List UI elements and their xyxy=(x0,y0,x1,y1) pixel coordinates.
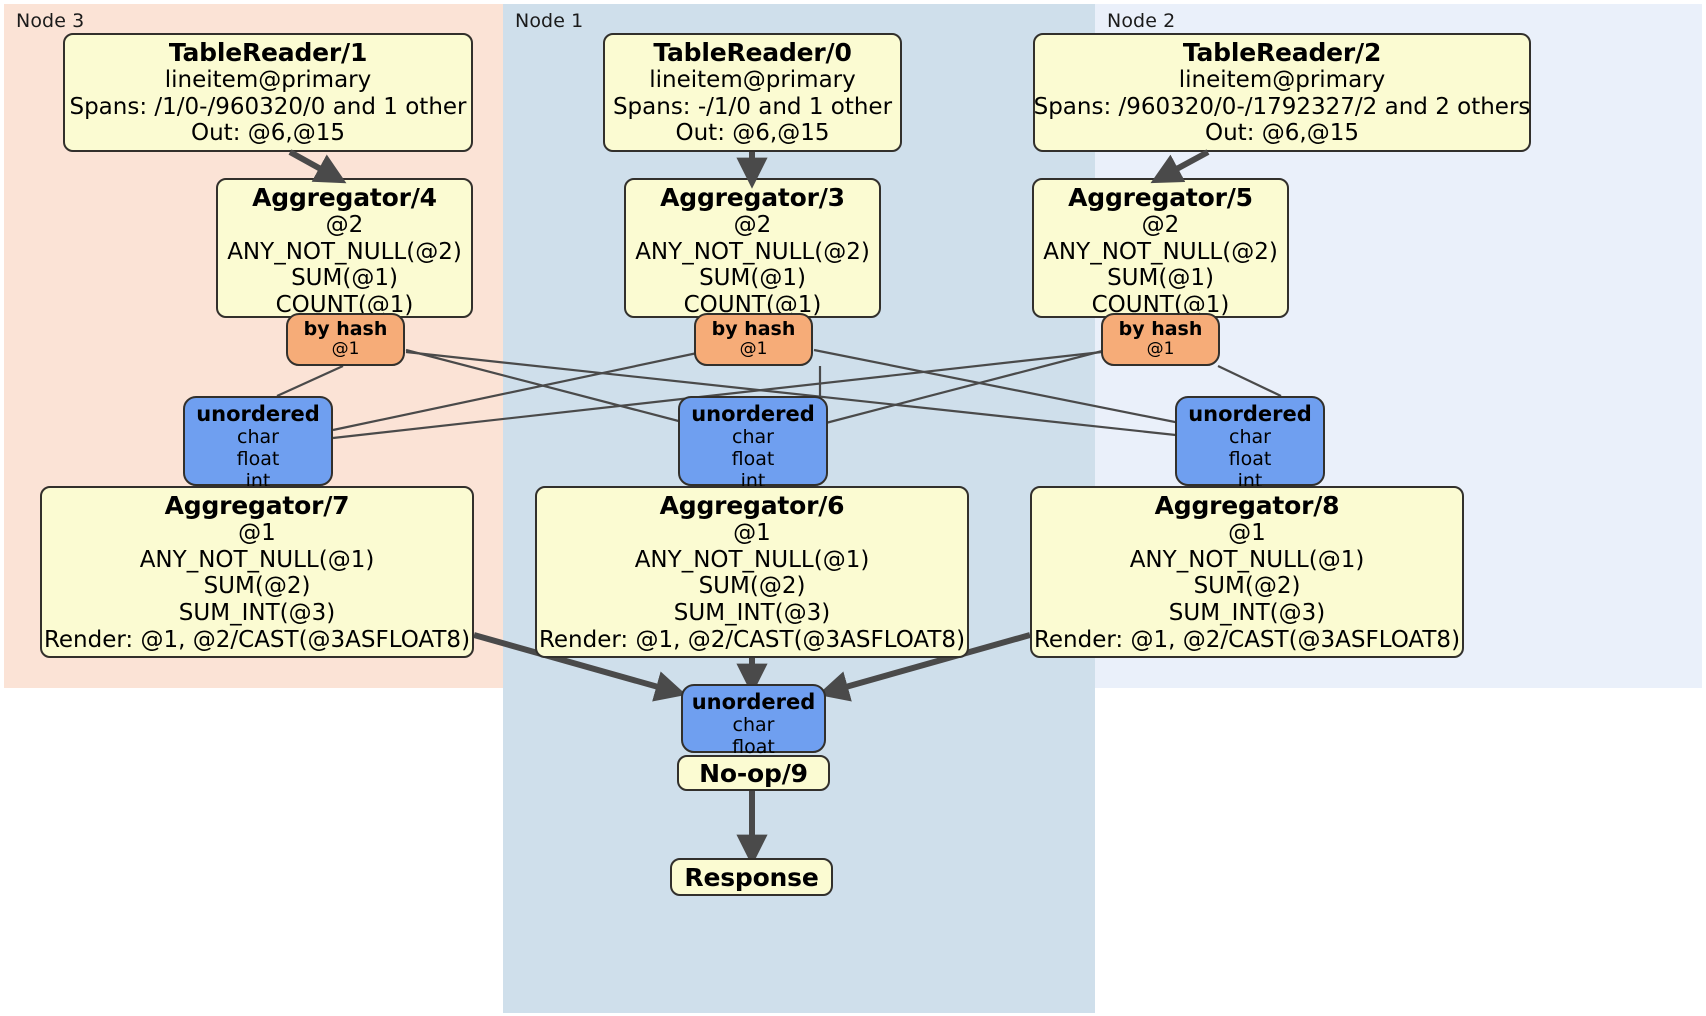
aggregator-6-agg2: SUM(@2) xyxy=(698,573,806,600)
table-reader-1-title: TableReader/1 xyxy=(168,38,368,67)
hash-router-right-column: @1 xyxy=(1146,339,1175,360)
unordered-sync-center-type1: char xyxy=(732,426,774,449)
unordered-sync-left-type1: char xyxy=(237,426,279,449)
table-reader-2-out: Out: @6,@15 xyxy=(1205,120,1359,147)
hash-router-right-title: by hash xyxy=(1118,318,1203,340)
aggregator-8[interactable]: Aggregator/8 @1 ANY_NOT_NULL(@1) SUM(@2)… xyxy=(1030,486,1464,658)
unordered-sync-left-title: unordered xyxy=(196,402,320,426)
aggregator-4-group: @2 xyxy=(325,212,364,238)
unordered-sync-left[interactable]: unordered char float int xyxy=(183,396,333,492)
aggregator-5-title: Aggregator/5 xyxy=(1068,183,1253,212)
aggregator-3-agg1: ANY_NOT_NULL(@2) xyxy=(635,238,870,265)
hash-router-center-column: @1 xyxy=(739,339,768,360)
response-box[interactable]: Response xyxy=(670,858,833,896)
aggregator-6-title: Aggregator/6 xyxy=(659,491,845,520)
aggregator-3-title: Aggregator/3 xyxy=(660,183,845,212)
aggregator-5[interactable]: Aggregator/5 @2 ANY_NOT_NULL(@2) SUM(@1)… xyxy=(1032,178,1289,318)
aggregator-4-title: Aggregator/4 xyxy=(252,183,437,212)
unordered-sync-center[interactable]: unordered char float int xyxy=(678,396,828,492)
table-reader-2-title: TableReader/2 xyxy=(1182,38,1382,67)
aggregator-6[interactable]: Aggregator/6 @1 ANY_NOT_NULL(@1) SUM(@2)… xyxy=(535,486,969,658)
unordered-sync-center-title: unordered xyxy=(691,402,815,426)
aggregator-8-agg1: ANY_NOT_NULL(@1) xyxy=(1129,546,1365,573)
unordered-sync-right-type2: float xyxy=(1228,448,1272,471)
unordered-sync-final[interactable]: unordered char float xyxy=(681,684,826,758)
unordered-sync-final-title: unordered xyxy=(691,690,816,714)
table-reader-0[interactable]: TableReader/0 lineitem@primary Spans: -/… xyxy=(603,33,902,152)
unordered-sync-right-type1: char xyxy=(1229,426,1271,449)
aggregator-6-agg3: SUM_INT(@3) xyxy=(673,600,831,627)
unordered-sync-left-type2: float xyxy=(236,448,280,471)
aggregator-5-group: @2 xyxy=(1141,212,1180,238)
unordered-sync-final-type2: float xyxy=(732,736,775,759)
aggregator-7-agg3: SUM_INT(@3) xyxy=(178,600,336,627)
hash-router-left[interactable]: by hash @1 xyxy=(286,313,405,366)
hash-router-center-title: by hash xyxy=(711,318,796,340)
unordered-sync-right-title: unordered xyxy=(1188,402,1312,426)
aggregator-3-agg2: SUM(@1) xyxy=(699,265,806,292)
hash-router-left-title: by hash xyxy=(303,318,388,340)
aggregator-6-render: Render: @1, @2/CAST(@3ASFLOAT8) xyxy=(538,626,966,653)
node-panel-label-node3: Node 3 xyxy=(16,10,85,32)
aggregator-7[interactable]: Aggregator/7 @1 ANY_NOT_NULL(@1) SUM(@2)… xyxy=(40,486,474,658)
aggregator-8-agg2: SUM(@2) xyxy=(1193,573,1301,600)
aggregator-7-agg1: ANY_NOT_NULL(@1) xyxy=(139,546,375,573)
table-reader-0-spans: Spans: -/1/0 and 1 other xyxy=(612,93,893,120)
aggregator-8-group: @1 xyxy=(1228,520,1266,546)
unordered-sync-final-type1: char xyxy=(732,714,775,737)
aggregator-4-agg1: ANY_NOT_NULL(@2) xyxy=(227,238,462,265)
aggregator-5-agg2: SUM(@1) xyxy=(1107,265,1214,292)
aggregator-8-agg3: SUM_INT(@3) xyxy=(1168,600,1326,627)
table-reader-0-table: lineitem@primary xyxy=(649,67,856,93)
aggregator-7-render: Render: @1, @2/CAST(@3ASFLOAT8) xyxy=(43,626,471,653)
response-title: Response xyxy=(684,862,819,892)
aggregator-4[interactable]: Aggregator/4 @2 ANY_NOT_NULL(@2) SUM(@1)… xyxy=(216,178,473,318)
hash-router-right[interactable]: by hash @1 xyxy=(1101,313,1220,366)
table-reader-1-out: Out: @6,@15 xyxy=(191,120,345,147)
no-op-9-title: No-op/9 xyxy=(699,758,808,788)
aggregator-3[interactable]: Aggregator/3 @2 ANY_NOT_NULL(@2) SUM(@1)… xyxy=(624,178,881,318)
node-panel-label-node1: Node 1 xyxy=(515,10,584,32)
no-op-9[interactable]: No-op/9 xyxy=(677,755,830,791)
aggregator-6-group: @1 xyxy=(733,520,771,546)
table-reader-1-table: lineitem@primary xyxy=(164,67,372,93)
aggregator-4-agg2: SUM(@1) xyxy=(291,265,398,292)
node-panel-label-node2: Node 2 xyxy=(1107,10,1176,32)
table-reader-0-out: Out: @6,@15 xyxy=(675,120,830,147)
table-reader-1-spans: Spans: /1/0-/960320/0 and 1 other xyxy=(69,93,467,120)
unordered-sync-right[interactable]: unordered char float int xyxy=(1175,396,1325,492)
aggregator-5-agg1: ANY_NOT_NULL(@2) xyxy=(1043,238,1278,265)
aggregator-7-title: Aggregator/7 xyxy=(164,491,350,520)
aggregator-6-agg1: ANY_NOT_NULL(@1) xyxy=(634,546,870,573)
table-reader-0-title: TableReader/0 xyxy=(653,38,852,67)
table-reader-2-table: lineitem@primary xyxy=(1178,67,1386,93)
table-reader-2-spans: Spans: /960320/0-/1792327/2 and 2 others xyxy=(1033,93,1531,120)
hash-router-center[interactable]: by hash @1 xyxy=(694,313,813,366)
table-reader-2[interactable]: TableReader/2 lineitem@primary Spans: /9… xyxy=(1033,33,1531,152)
aggregator-7-group: @1 xyxy=(238,520,276,546)
aggregator-3-group: @2 xyxy=(733,212,772,238)
aggregator-8-render: Render: @1, @2/CAST(@3ASFLOAT8) xyxy=(1033,626,1461,653)
aggregator-8-title: Aggregator/8 xyxy=(1154,491,1340,520)
hash-router-left-column: @1 xyxy=(331,339,360,360)
unordered-sync-center-type2: float xyxy=(731,448,775,471)
aggregator-7-agg2: SUM(@2) xyxy=(203,573,311,600)
table-reader-1[interactable]: TableReader/1 lineitem@primary Spans: /1… xyxy=(63,33,473,152)
